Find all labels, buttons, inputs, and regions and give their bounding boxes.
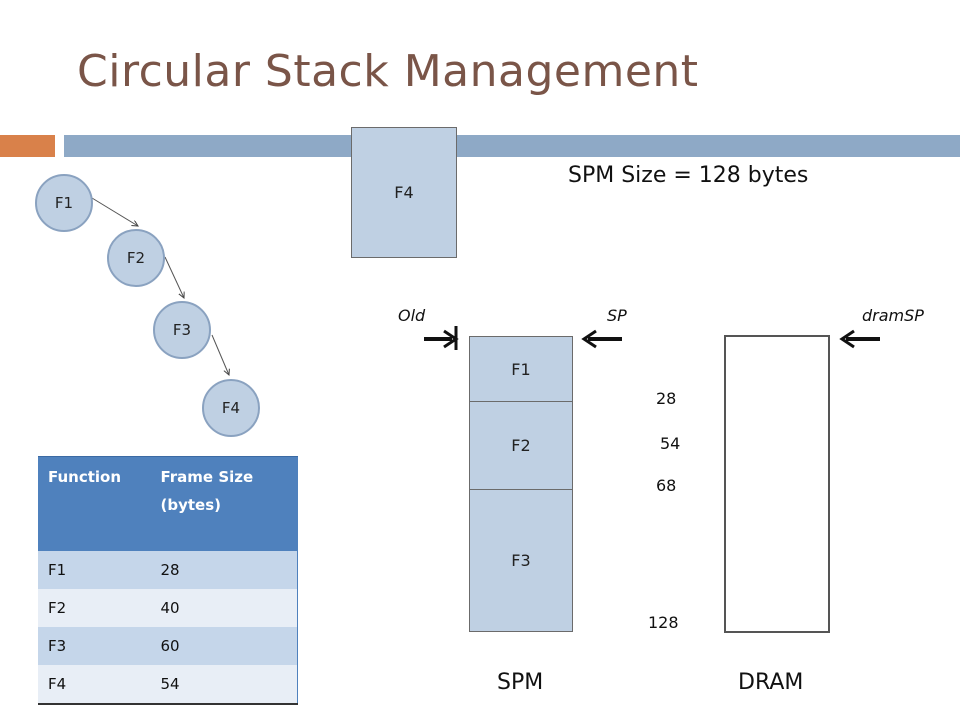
call-node-f1: F1 <box>35 174 93 232</box>
call-arrow-f2-f3 <box>164 256 184 298</box>
cell-frame-size: 60 <box>150 627 298 665</box>
title-underline-bar <box>64 135 960 157</box>
cell-function: F3 <box>38 627 151 665</box>
cell-frame-size: 28 <box>150 551 298 589</box>
table-row: F4 54 <box>38 665 298 704</box>
cell-function: F4 <box>38 665 151 704</box>
old-pointer-arrow <box>424 326 459 350</box>
call-arrow-f3-f4 <box>211 334 229 375</box>
title-accent-bar <box>0 135 55 157</box>
call-node-f3: F3 <box>153 301 211 359</box>
spm-frame-f3: F3 <box>469 489 573 632</box>
offset-label-54: 54 <box>660 434 681 453</box>
page-title: Circular Stack Management <box>77 46 699 97</box>
column-header-frame-size: Frame Size (bytes) <box>150 456 298 551</box>
spm-label: SPM <box>497 670 544 695</box>
cell-frame-size: 54 <box>150 665 298 704</box>
call-node-f4: F4 <box>202 379 260 437</box>
dram-box <box>724 335 830 633</box>
table-row: F2 40 <box>38 589 298 627</box>
spm-size-label: SPM Size = 128 bytes <box>568 163 809 188</box>
table-header-row: Function Frame Size (bytes) <box>38 456 298 551</box>
column-header-function: Function <box>38 456 151 551</box>
frame-size-table: Function Frame Size (bytes) F1 28 F2 40 … <box>38 456 298 705</box>
spm-stack: F1 F2 F3 <box>469 336 573 632</box>
old-pointer-label: Old <box>398 306 426 325</box>
cell-function: F1 <box>38 551 151 589</box>
offset-label-28: 28 <box>656 389 677 408</box>
table-row: F3 60 <box>38 627 298 665</box>
dram-label: DRAM <box>738 670 804 695</box>
cell-frame-size: 40 <box>150 589 298 627</box>
spm-frame-f2: F2 <box>469 401 573 490</box>
spm-frame-f1: F1 <box>469 336 573 402</box>
offset-label-128: 128 <box>648 613 679 632</box>
dramsp-pointer-label: dramSP <box>862 306 924 325</box>
call-arrow-f1-f2 <box>91 197 138 226</box>
offset-label-68: 68 <box>656 476 677 495</box>
incoming-frame-f4: F4 <box>351 127 457 258</box>
call-node-f2: F2 <box>107 229 165 287</box>
sp-pointer-label: SP <box>607 306 627 325</box>
table-row: F1 28 <box>38 551 298 589</box>
sp-pointer-arrow <box>581 329 622 349</box>
cell-function: F2 <box>38 589 151 627</box>
dramsp-pointer-arrow <box>839 329 880 349</box>
